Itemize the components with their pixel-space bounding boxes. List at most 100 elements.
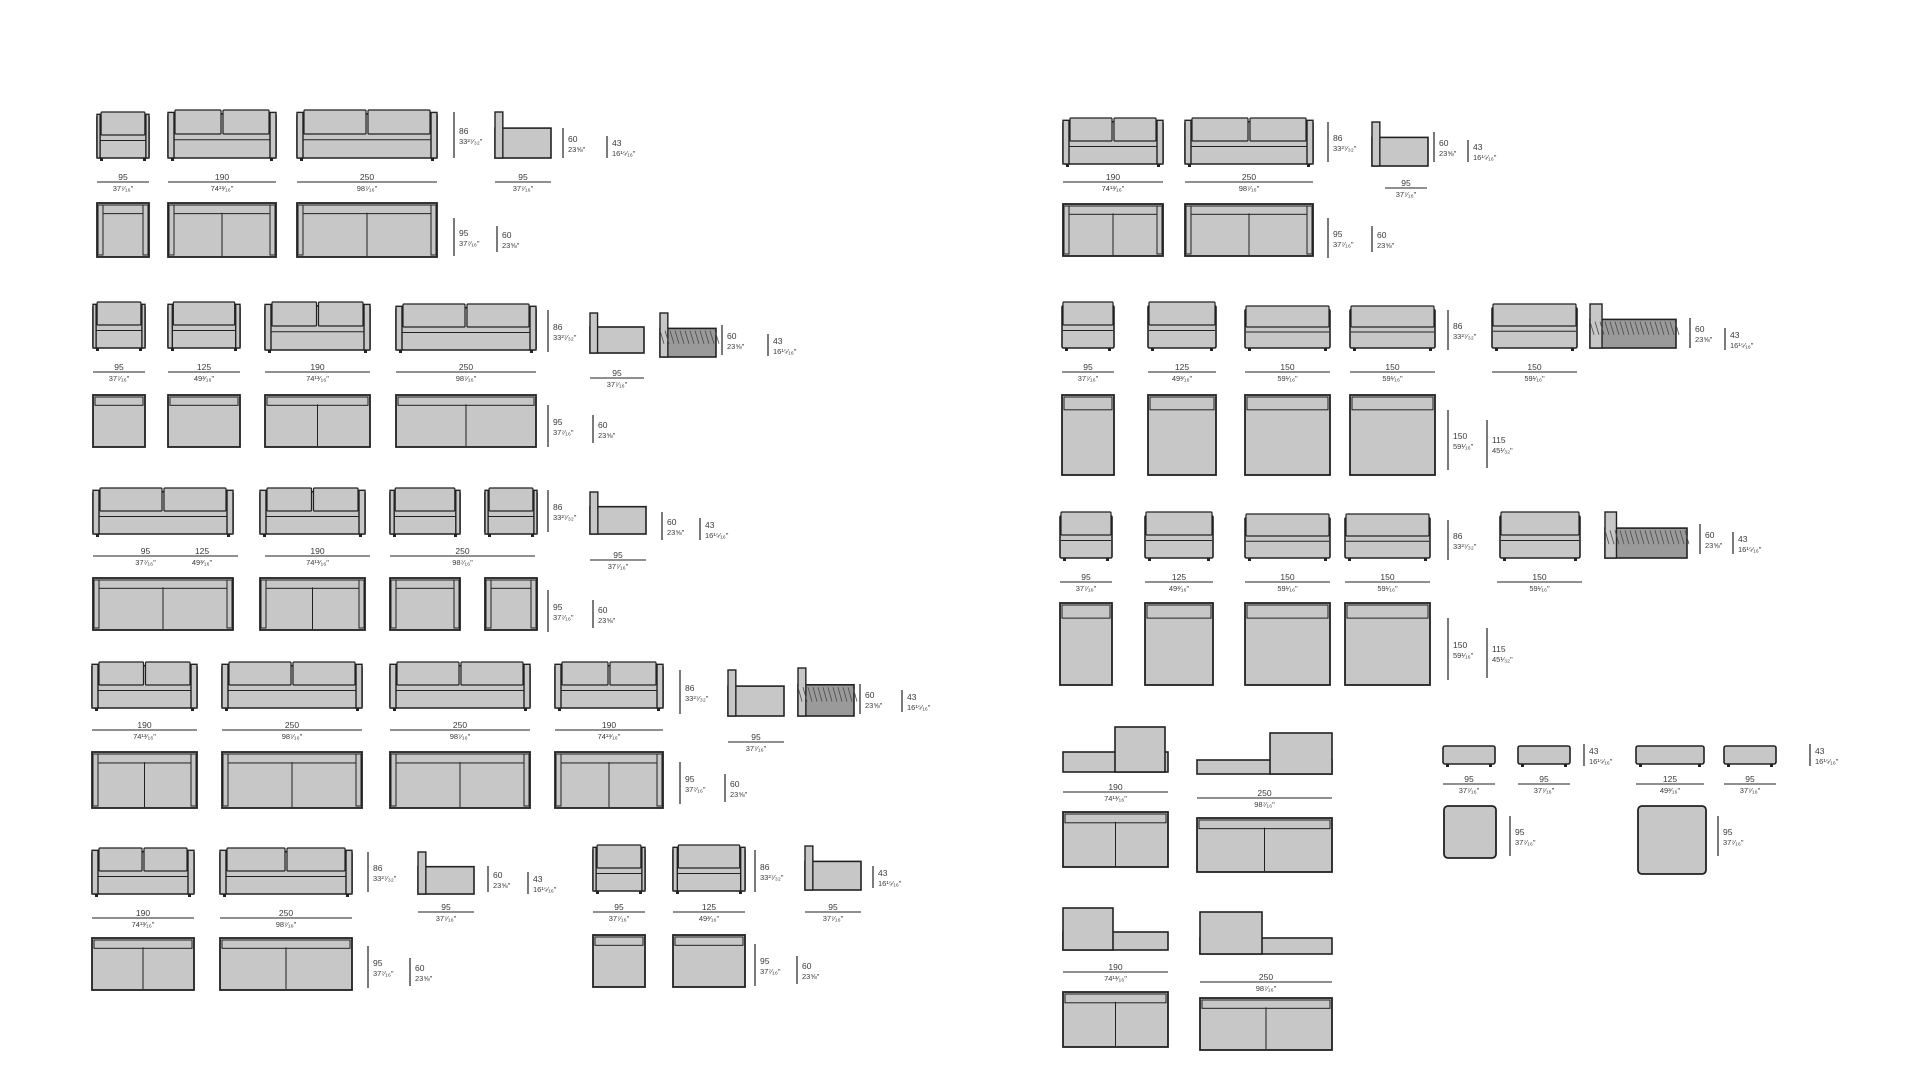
width-inches: 59¹⁄₁₆" [1377,584,1398,593]
width-inches: 49³⁄₁₆" [1169,584,1190,593]
width-inches: 37⁷⁄₁₆" [1459,786,1480,795]
sofa-plan [389,751,531,809]
width-value: 250 [360,172,374,182]
width-inches: 37⁷⁄₁₆" [823,914,844,923]
height-inches: 16¹⁵⁄₁₆" [907,703,931,712]
height-inches: 23⅝" [598,616,616,625]
width-inches: 37⁷⁄₁₆" [436,914,457,923]
height-value: 86 [553,502,563,512]
sofa-front [221,661,363,711]
height-inches: 16¹⁵⁄₁₆" [1738,545,1762,554]
height-value: 60 [1377,230,1387,240]
sofa-plan [1144,602,1214,686]
height-inches: 16¹⁵⁄₁₆" [705,531,729,540]
height-value: 43 [773,336,783,346]
height-inches: 33²⁷⁄₃₂" [1453,542,1477,551]
sofa-plan [219,937,353,991]
sofa-front [1147,301,1217,351]
width-inches: 98⁷⁄₁₆" [1239,184,1260,193]
sofa-front [672,844,746,894]
height-inches: 16¹⁵⁄₁₆" [1473,153,1497,162]
height-inches: 45¹⁄₃₂" [1492,655,1513,664]
width-inches: 59¹⁄₁₆" [1382,374,1403,383]
ottoman-side-pattern [797,667,858,717]
height-value: 150 [1453,431,1467,441]
sofa-plan [1062,811,1169,868]
width-inches: 49³⁄₁₆" [192,558,213,567]
sofa-front [554,661,664,711]
sofa-plan [92,394,146,448]
width-inches: 37⁷⁄₁₆" [1078,374,1099,383]
width-value: 95 [518,172,528,182]
height-inches: 23⅝" [727,342,745,351]
width-inches: 49³⁄₁₆" [194,374,215,383]
height-value: 95 [1723,827,1733,837]
height-value: 95 [373,958,383,968]
height-inches: 37⁷⁄₁₆" [1515,838,1536,847]
width-inches: 37⁷⁄₁₆" [513,184,534,193]
height-inches: 23⅝" [1377,241,1395,250]
ottoman-front [1442,745,1496,767]
sofa-plan [554,751,664,809]
height-value: 86 [553,322,563,332]
width-value: 250 [453,720,467,730]
height-inches: 33²⁷⁄₃₂" [1333,144,1357,153]
width-value: 95 [141,546,151,556]
sofa-plan [1344,602,1431,686]
height-inches: 33²⁷⁄₃₂" [553,333,577,342]
width-inches: 59¹⁄₁₆" [1277,584,1298,593]
chaise-front-left-2 [1062,907,1169,951]
sofa-front [92,487,234,537]
width-value: 125 [1175,362,1189,372]
height-inches: 23⅝" [493,881,511,890]
ottoman-plan [1443,805,1497,859]
sofa-front [1349,305,1436,351]
height-value: 43 [1473,142,1483,152]
ottoman-side-pattern [1604,511,1690,559]
width-value: 250 [459,362,473,372]
sofa-front [264,301,371,353]
height-inches: 23⅝" [415,974,433,983]
width-inches: 98⁷⁄₁₆" [1256,984,1277,993]
height-inches: 23⅝" [730,790,748,799]
height-inches: 23⅝" [1439,149,1457,158]
sofa-front [1062,117,1164,167]
sofa-front [1059,511,1113,561]
height-value: 60 [1439,138,1449,148]
height-value: 150 [1453,640,1467,650]
width-value: 190 [137,720,151,730]
width-inches: 37⁷⁄₁₆" [1396,190,1417,199]
width-inches: 37⁷⁄₁₆" [135,558,156,567]
width-inches: 49³⁄₁₆" [1660,786,1681,795]
width-inches: 74¹³⁄₁₆" [1104,974,1127,983]
width-value: 95 [613,550,623,560]
sofa-front [1344,513,1431,561]
height-value: 43 [1589,746,1599,756]
width-value: 150 [1280,362,1294,372]
